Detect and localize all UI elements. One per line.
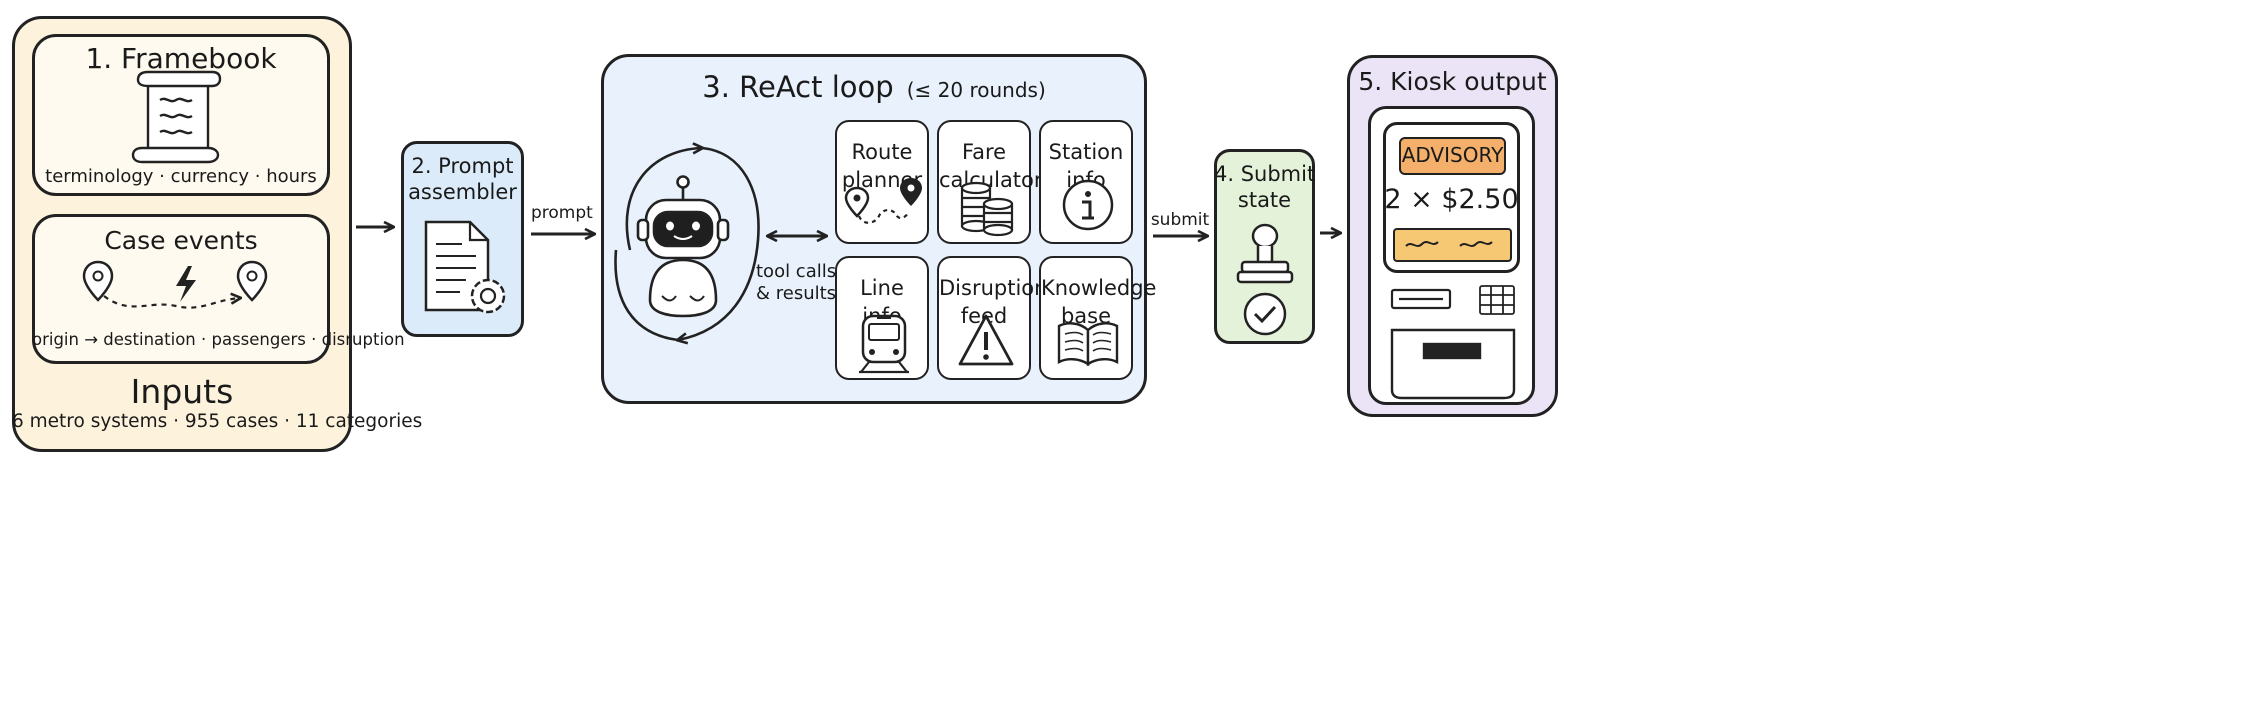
case-events-card [32, 214, 330, 364]
document-gear-icon [424, 220, 506, 314]
tool-line-info: Lineinfo [835, 256, 929, 380]
react-loop-title-main: 3. ReAct loop [702, 70, 894, 104]
stamp-icon [1236, 223, 1294, 336]
book-icon [1057, 322, 1119, 367]
arrow-label-submit: submit [1150, 210, 1210, 230]
prompt-assembler-title-line2: assembler [408, 180, 517, 204]
info-icon [1062, 179, 1114, 231]
tool-label-line1: Fare [961, 140, 1007, 164]
advisory-badge [1399, 137, 1506, 175]
ticket-slot-icon [1390, 328, 1516, 400]
card-slot-icon [1390, 288, 1452, 310]
route-icon [844, 178, 922, 224]
submit-state-title-line1: 4. Submit [1214, 162, 1316, 186]
inputs-title: Inputs [130, 372, 234, 411]
react-loop-title: 3. ReAct loop (≤ 20 rounds) [601, 70, 1147, 104]
case-events-title: Case events [104, 226, 258, 255]
react-loop-subtitle: (≤ 20 rounds) [906, 78, 1046, 102]
keypad-icon [1479, 285, 1515, 315]
inputs-caption: 6 metro systems · 955 cases · 11 categor… [12, 411, 423, 432]
submit-state-title-line2: state [1237, 188, 1292, 212]
arrow-label-prompt: prompt [531, 203, 593, 223]
advisory-badge-label: ADVISORY [1401, 143, 1504, 167]
warning-icon [958, 314, 1014, 366]
location-pin-icon [236, 260, 268, 302]
lightning-icon [176, 266, 196, 302]
loop-arrow-top [625, 148, 702, 251]
coins-icon [960, 181, 1014, 237]
kiosk-wave-scribble [1405, 241, 1493, 247]
kiosk-title: 5. Kiosk output [1358, 67, 1547, 96]
tool-label-line1: Route [851, 140, 913, 164]
arrow-label-tool-calls-line2: & results [756, 283, 837, 304]
loop-arrow-right [678, 146, 760, 340]
framebook-title: 1. Framebook [85, 42, 277, 75]
location-pin-icon [82, 260, 114, 302]
case-events-caption: origin → destination · passengers · disr… [32, 330, 405, 349]
tool-station-info: Stationinfo [1039, 120, 1133, 244]
arrow-label-tool-calls-line1: tool calls [756, 261, 837, 282]
scroll-icon [131, 70, 222, 164]
kiosk-fare: 2 × $2.50 [1384, 184, 1519, 215]
framebook-caption: terminology · currency · hours [45, 166, 317, 187]
robot-icon [636, 175, 730, 318]
journey-dashed-path [103, 296, 240, 309]
train-icon [859, 314, 909, 374]
tool-label-line1: Line [860, 276, 904, 300]
prompt-assembler-title-line1: 2. Prompt [411, 154, 514, 178]
tool-label-line1: Station [1048, 140, 1124, 164]
loop-arrow-left [614, 249, 679, 342]
